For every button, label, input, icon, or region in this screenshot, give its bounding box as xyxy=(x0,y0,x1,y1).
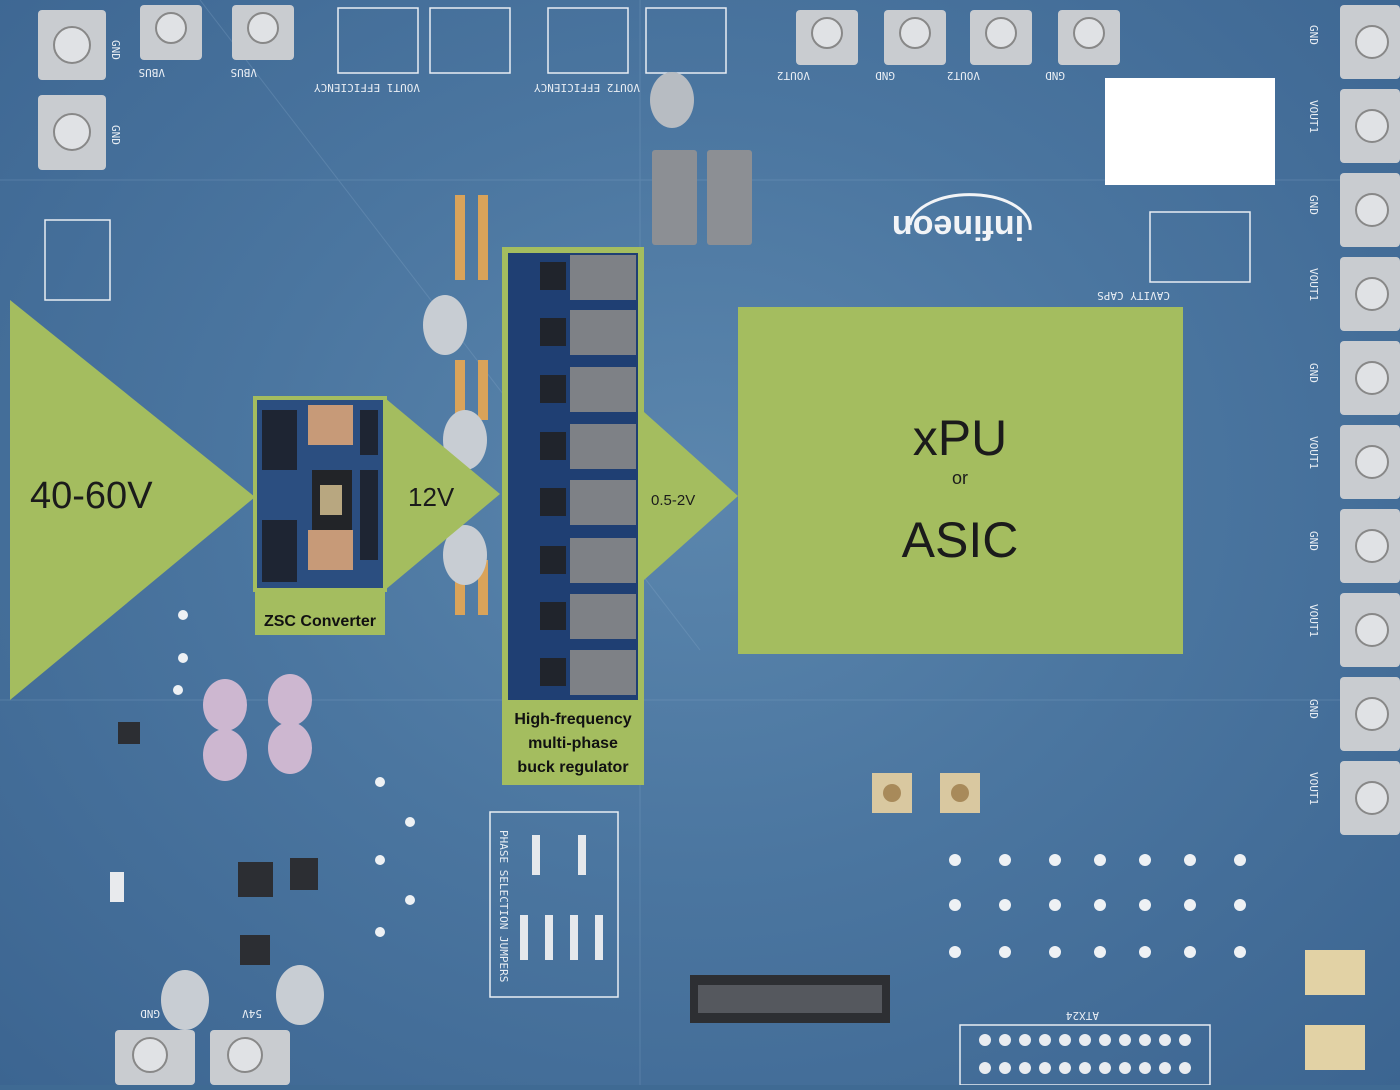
buck-regulator-module xyxy=(502,247,644,707)
asic-label: ASIC xyxy=(902,512,1019,568)
copper-pads xyxy=(455,195,488,615)
silk-vout2-1: VOUT2 xyxy=(777,69,810,82)
input-voltage-label: 40-60V xyxy=(30,475,153,517)
silk-vbus-2: VBUS xyxy=(231,66,258,79)
silk-gnd-bottom: GND xyxy=(140,1007,160,1020)
silk-vbus-1: VBUS xyxy=(139,66,166,79)
silk-right-2: GND xyxy=(1307,195,1320,215)
silk-gnd-top-1: GND xyxy=(875,69,895,82)
silk-cavity-caps: CAVITY CAPS xyxy=(1097,289,1170,302)
silk-right-5: VOUT1 xyxy=(1307,436,1320,469)
zsc-converter-module xyxy=(253,396,387,592)
silk-right-0: GND xyxy=(1307,25,1320,45)
terminal-block-topleft xyxy=(38,10,106,170)
xpu-label: xPU xyxy=(913,410,1007,466)
jumpers xyxy=(520,835,603,960)
phase-selection-box xyxy=(489,811,619,998)
input-arrow xyxy=(10,300,255,700)
silk-gnd-tl-1: GND xyxy=(109,40,122,60)
silk-right-4: GND xyxy=(1307,363,1320,383)
silk-54v-bottom: 54V xyxy=(242,1007,262,1020)
test-points xyxy=(173,610,1246,958)
silk-vout2-2: VOUT2 xyxy=(947,69,980,82)
terminal-block-bottom xyxy=(115,1030,290,1085)
silk-right-6: GND xyxy=(1307,531,1320,551)
silk-phase-selection: PHASE SELECTION JUMPERS xyxy=(497,830,510,982)
silk-gnd-tl-2: GND xyxy=(109,125,122,145)
cavity-caps-box xyxy=(1149,211,1251,283)
silk-right-9: VOUT1 xyxy=(1307,772,1320,805)
efficiency-test-points xyxy=(44,7,727,301)
output-voltage-label: 0.5-2V xyxy=(651,492,695,509)
right-terminal-labels: GND VOUT1 GND VOUT1 GND VOUT1 GND VOUT1 … xyxy=(1307,25,1320,805)
buck-label-line3: buck regulator xyxy=(517,759,628,776)
silk-right-8: GND xyxy=(1307,699,1320,719)
intermediate-arrow xyxy=(385,398,500,590)
intermediate-voltage-label: 12V xyxy=(408,482,455,512)
inductors-top xyxy=(650,72,752,245)
buck-label-line2: multi-phase xyxy=(528,735,618,752)
brand-text: infineon xyxy=(892,208,1024,246)
ics-bottom-left xyxy=(110,722,318,965)
silk-vout2-efficiency: VOUT2 EFFICIENCY xyxy=(534,81,640,94)
silk-vout1-efficiency: VOUT1 EFFICIENCY xyxy=(314,81,420,94)
silk-right-1: VOUT1 xyxy=(1307,100,1320,133)
push-buttons xyxy=(872,773,1365,1070)
terminal-block-top xyxy=(140,5,1120,65)
silk-gnd-top-2: GND xyxy=(1045,69,1065,82)
infineon-logo xyxy=(908,193,1032,231)
silk-atx24: ATX24 xyxy=(1066,1009,1099,1022)
silk-right-7: VOUT1 xyxy=(1307,604,1320,637)
silk-right-3: VOUT1 xyxy=(1307,268,1320,301)
output-arrow xyxy=(644,412,738,580)
zsc-label-box xyxy=(255,590,385,635)
zsc-converter-label: ZSC Converter xyxy=(264,613,376,630)
terminal-block-right xyxy=(1340,5,1400,835)
buck-label-box xyxy=(502,700,644,785)
xpu-asic-box xyxy=(738,307,1183,654)
blank-label xyxy=(1105,78,1275,185)
atx-pins xyxy=(979,1034,1191,1074)
edge-connector-slot xyxy=(698,985,882,1013)
buck-label-line1: High-frequency xyxy=(514,711,631,728)
capacitors-left xyxy=(161,295,487,1030)
or-label: or xyxy=(952,468,968,488)
